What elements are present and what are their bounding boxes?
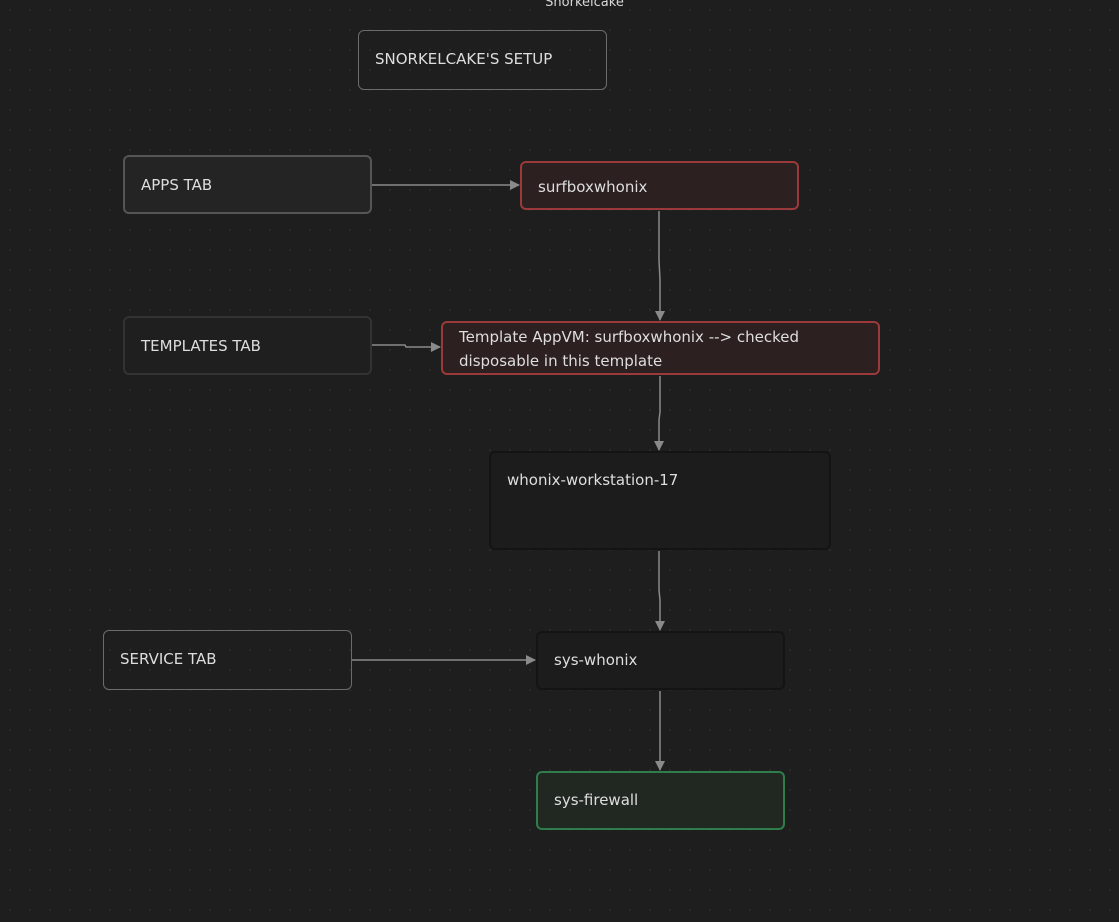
canvas-title: Snorkelcake xyxy=(545,0,624,10)
node-setup-title[interactable]: SNORKELCAKE'S SETUP xyxy=(358,30,607,90)
node-templates-tab-label: TEMPLATES TAB xyxy=(141,337,261,355)
node-surfboxwhonix-label: surfboxwhonix xyxy=(538,178,648,196)
edge-workstation-to-sys-whonix[interactable] xyxy=(655,551,665,631)
node-template-appvm[interactable]: Template AppVM: surfboxwhonix --> checke… xyxy=(441,321,880,375)
node-template-appvm-label: Template AppVM: surfboxwhonix --> checke… xyxy=(459,328,799,370)
edge-template-appvm-to-workstation[interactable] xyxy=(654,376,664,451)
node-surfboxwhonix[interactable]: surfboxwhonix xyxy=(520,161,799,210)
node-sys-whonix-label: sys-whonix xyxy=(554,651,638,669)
node-sys-firewall-label: sys-firewall xyxy=(554,791,639,809)
edge-templates-to-template-appvm[interactable] xyxy=(372,342,441,352)
node-service-tab[interactable]: SERVICE TAB xyxy=(103,630,352,690)
node-sys-whonix[interactable]: sys-whonix xyxy=(536,631,785,690)
node-sys-firewall[interactable]: sys-firewall xyxy=(536,771,785,830)
edge-surfbox-to-template-appvm[interactable] xyxy=(655,211,665,321)
node-apps-tab-label: APPS TAB xyxy=(141,176,213,194)
node-setup-title-label: SNORKELCAKE'S SETUP xyxy=(375,50,553,68)
node-whonix-workstation[interactable]: whonix-workstation-17 xyxy=(489,451,831,550)
node-templates-tab[interactable]: TEMPLATES TAB xyxy=(123,316,372,375)
node-apps-tab[interactable]: APPS TAB xyxy=(123,155,372,214)
node-service-tab-label: SERVICE TAB xyxy=(120,650,217,668)
node-whonix-workstation-label: whonix-workstation-17 xyxy=(507,471,679,489)
